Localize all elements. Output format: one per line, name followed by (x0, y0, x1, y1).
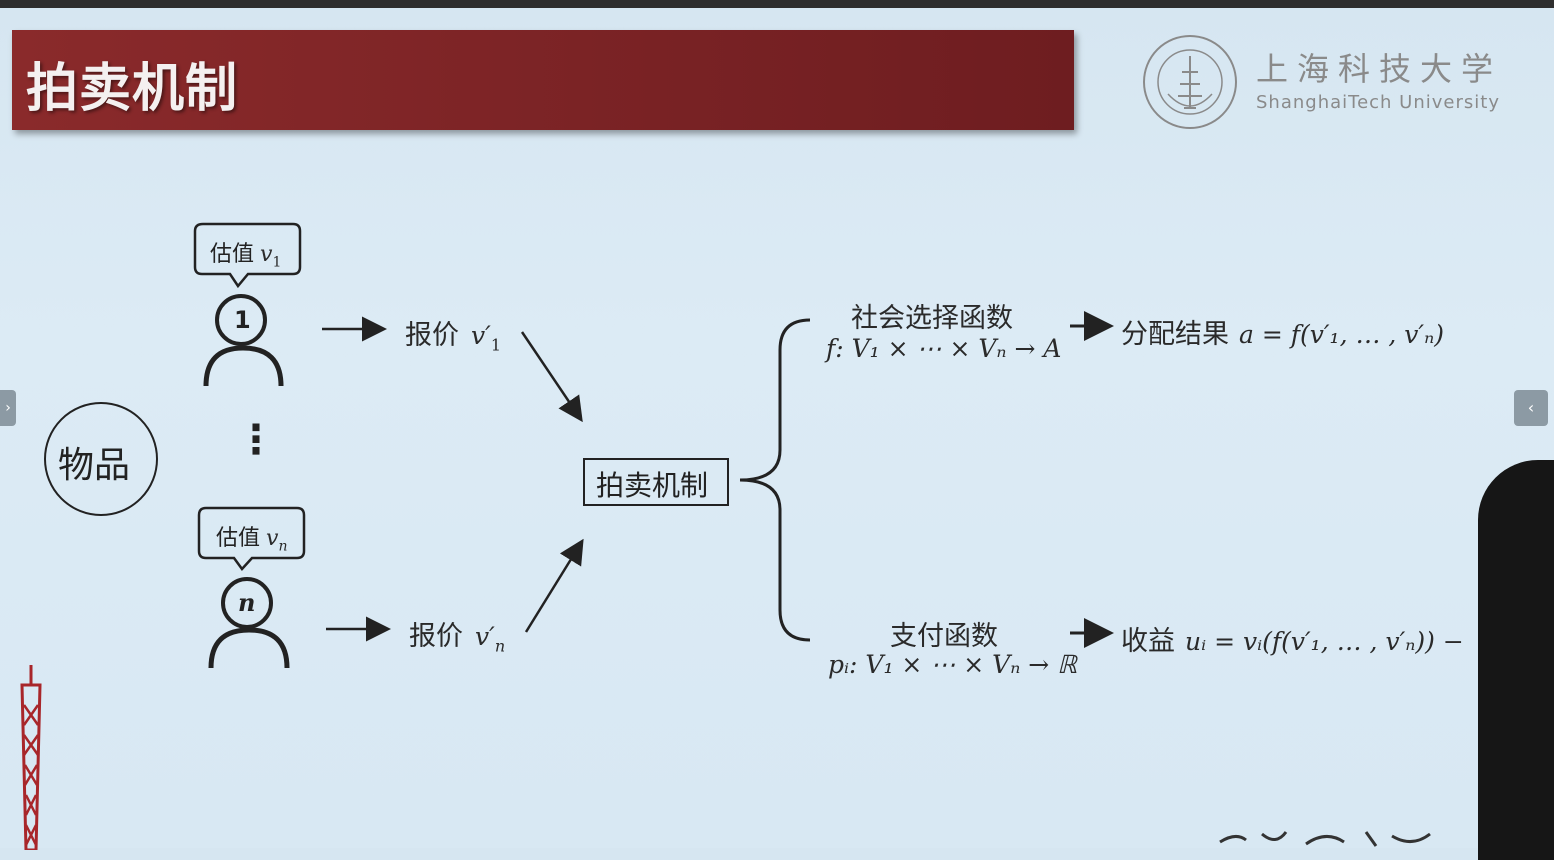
title-banner (12, 30, 1074, 130)
presenter-silhouette (1478, 460, 1554, 860)
university-name-en: ShanghaiTech University (1256, 92, 1500, 113)
calligraphy-decoration-icon (1219, 831, 1431, 847)
social-choice-title: 社会选择函数 (851, 303, 1013, 334)
university-name-cn: 上海科技大学 (1256, 50, 1503, 88)
mechanism-label: 拍卖机制 (596, 469, 709, 502)
item-circle (44, 402, 158, 516)
prev-slide-button[interactable]: › (0, 390, 16, 426)
bidderN-badge: n (238, 588, 256, 617)
chevron-right-icon: › (5, 400, 11, 416)
bidderN-valuation-callout (197, 506, 306, 571)
slide-title: 拍卖机制 (26, 59, 239, 119)
bidderN-person-icon (208, 577, 290, 669)
item-label: 物品 (58, 445, 131, 486)
vertical-ellipsis: ⋮ (236, 417, 276, 463)
social-choice-formula: f: V₁ × ⋯ × Vₙ → A (826, 334, 1062, 363)
bid1-to-mechanism-arrow (520, 331, 583, 423)
chevron-left-icon: ‹ (1527, 398, 1535, 417)
payment-title: 支付函数 (890, 621, 998, 652)
mechanism-box (583, 458, 729, 506)
top-border (0, 0, 1554, 8)
next-slide-button[interactable]: ‹ (1514, 390, 1548, 426)
university-seal-icon (1143, 35, 1237, 129)
bidder1-badge: 1 (234, 306, 251, 334)
bidder1-person-icon (203, 294, 284, 387)
curly-brace (739, 318, 811, 642)
payment-formula: pᵢ: V₁ × ⋯ × Vₙ → ℝ (828, 650, 1077, 679)
bidN-to-mechanism-arrow (524, 538, 584, 633)
tower-illustration-icon (20, 665, 42, 850)
bidder1-valuation-callout (193, 222, 302, 289)
